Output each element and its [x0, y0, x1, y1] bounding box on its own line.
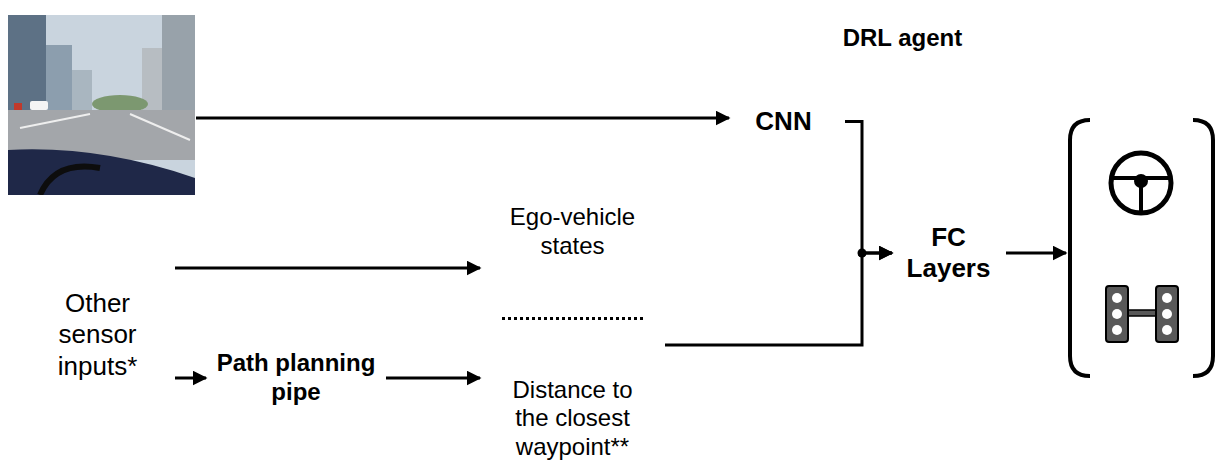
cnn-block: CNN [730, 78, 845, 165]
flow-arrow [845, 122, 892, 254]
state-group: Ego-vehicle statesDistance to the closes… [480, 195, 665, 468]
pedal-dot [1162, 309, 1172, 319]
steering-wheel-icon [1111, 153, 1171, 213]
lane-line [20, 114, 90, 128]
pedal-dot [1112, 309, 1122, 319]
camera-image [8, 15, 195, 195]
node-label: Other sensor inputs* [34, 288, 161, 382]
pedal-dot [1162, 325, 1172, 335]
steering-spoke [1112, 176, 1170, 180]
building [8, 15, 46, 115]
car [30, 101, 48, 110]
sensor-input-group: Other sensor inputs* [20, 240, 175, 430]
pedal-bar [1127, 310, 1157, 316]
bracket-outline [22, 242, 174, 429]
dashboard [8, 149, 195, 195]
output-bracket [1193, 120, 1213, 376]
lane-line [130, 114, 190, 140]
node-label: CNN [755, 106, 811, 137]
pedal-dot [1112, 325, 1122, 335]
agent-region: DRL agentCNN FC Layers [705, 10, 1010, 425]
building [162, 15, 195, 115]
flow-arrow [386, 377, 480, 380]
pedal-dot [1112, 293, 1122, 303]
flow-arrow [665, 253, 892, 345]
node-label: Path planning pipe [214, 349, 378, 407]
flow-arrow [175, 267, 480, 270]
trapezoid-outline [732, 80, 844, 164]
dashed-region [707, 12, 1008, 423]
output-bracket [1070, 120, 1090, 376]
pedal-dot [1162, 293, 1172, 303]
steering-spoke [1139, 181, 1143, 212]
car [14, 103, 22, 110]
bracket-outline [482, 197, 664, 467]
image-wire [196, 117, 729, 120]
region-heading: DRL agent [705, 24, 1010, 53]
dotted-separator [502, 317, 643, 320]
building [46, 45, 72, 113]
pedal-icon [1106, 286, 1128, 342]
pedal-icon [1156, 286, 1178, 342]
flow-arrow [175, 377, 206, 380]
box-outline [208, 327, 385, 429]
node-outline [705, 10, 1010, 425]
sky [8, 15, 195, 195]
fc-layer-box: FC Layers [892, 193, 1005, 313]
steering-wheel-rim [40, 167, 100, 195]
box-outline [894, 195, 1004, 312]
building [72, 70, 92, 112]
node-label: FC Layers [904, 222, 993, 284]
process-box: Path planning pipe [206, 325, 386, 430]
node-label: Distance to the closest waypoint** [498, 376, 647, 462]
node-label: Ego-vehicle states [498, 203, 647, 261]
output-wire [1006, 252, 1066, 255]
